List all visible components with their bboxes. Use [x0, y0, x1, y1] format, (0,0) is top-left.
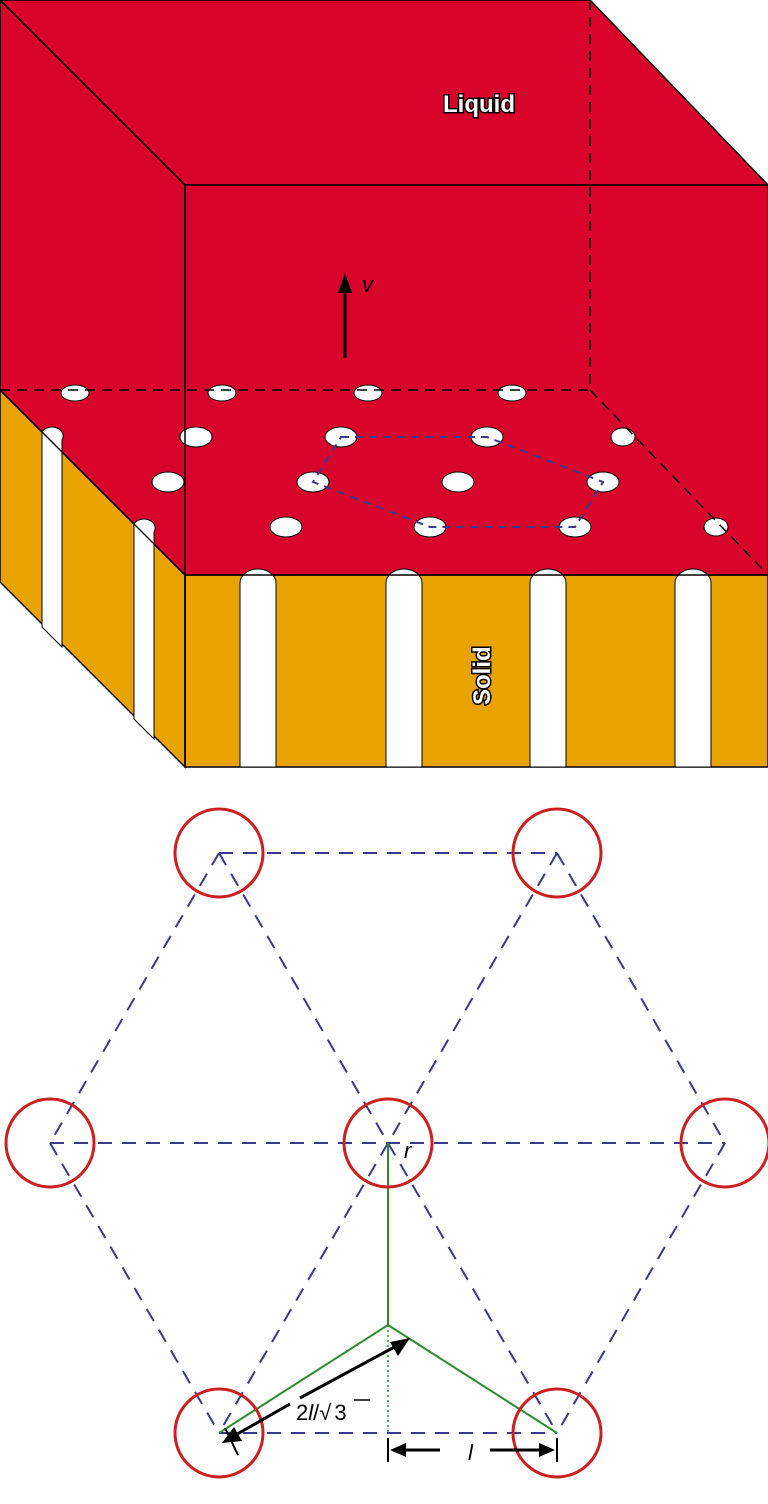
solid-front-face	[184, 574, 768, 768]
rod	[674, 568, 712, 768]
diagonal-label: 2l/√3	[296, 1399, 370, 1425]
rod-circles	[4, 807, 768, 1479]
rod-circle	[679, 1097, 768, 1189]
solidification-block: v Liquid Solid	[0, 0, 768, 769]
liquid-label: Liquid	[443, 91, 515, 118]
rod-circle	[342, 1097, 434, 1189]
radius-label: r	[404, 1138, 413, 1163]
rod-hole	[610, 427, 636, 447]
svg-text:2l/√3: 2l/√3	[296, 1400, 347, 1425]
rod	[385, 568, 423, 768]
rod-hole	[353, 384, 383, 402]
diagonal-dimension	[222, 1338, 410, 1456]
rod-circle	[511, 807, 603, 899]
rod-circle	[4, 1097, 96, 1189]
rod	[529, 568, 567, 768]
spacing-dimension	[387, 1438, 558, 1462]
interface-hexagon	[311, 436, 605, 528]
rod-hole	[207, 384, 237, 402]
geometry-lines	[218, 1143, 558, 1434]
front-rods	[239, 568, 712, 768]
solid-label: Solid	[469, 646, 496, 705]
lattice-lines	[49, 852, 726, 1434]
block-edges	[0, 0, 768, 767]
velocity-arrow	[338, 273, 352, 358]
rod-hole	[497, 384, 527, 402]
rod	[41, 426, 64, 649]
left-rods	[41, 426, 156, 741]
rod-hole	[703, 517, 729, 537]
rod-hole	[269, 516, 303, 538]
rod-hole	[151, 471, 185, 493]
rod-circle	[511, 1387, 603, 1479]
rod-circle	[173, 807, 265, 899]
rod-circle	[173, 1387, 265, 1479]
rod-hole	[179, 426, 213, 448]
rod-hole	[60, 384, 90, 402]
spacing-label: l	[468, 1440, 474, 1465]
velocity-label: v	[362, 272, 375, 297]
rod-hole	[441, 471, 475, 493]
hidden-edges	[0, 0, 768, 576]
rod	[239, 568, 277, 768]
rod	[133, 518, 156, 741]
lattice-diagram: r 2l/√3 l	[4, 807, 768, 1479]
